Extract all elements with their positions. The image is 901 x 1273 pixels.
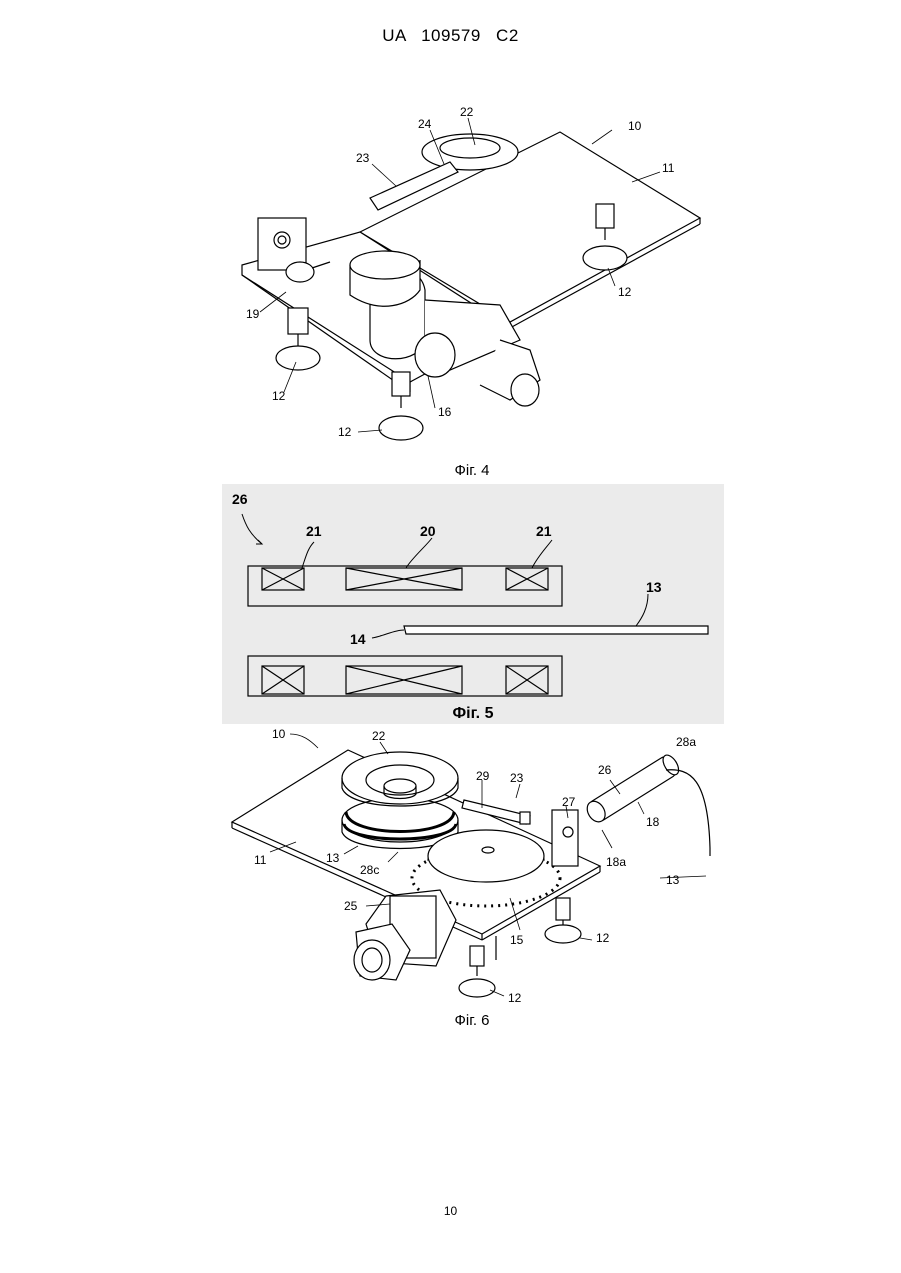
- figure-6-label: 15: [510, 933, 524, 947]
- figure-6-caption: Фіг. 6: [372, 1012, 572, 1029]
- patent-header: UA 109579 C2: [0, 26, 901, 46]
- figure-5-label: 21: [536, 523, 552, 539]
- figure-6-label: 13: [326, 851, 340, 865]
- figure-5-caption: Фіг. 5: [453, 705, 494, 722]
- figure-5-label: 14: [350, 631, 366, 647]
- figure-5-label: 21: [306, 523, 322, 539]
- figure-5-label: 26: [232, 491, 248, 507]
- page-number: 10: [0, 1204, 901, 1218]
- figure-6-label: 25: [344, 899, 358, 913]
- figure-6-label: 23: [510, 771, 524, 785]
- figure-6-label: 12: [508, 991, 522, 1005]
- figure-6-label: 26: [598, 763, 612, 777]
- figure-4-label: 23: [356, 151, 370, 165]
- figure-6-label: 22: [372, 729, 386, 743]
- figure-4-label: 12: [338, 425, 352, 439]
- figure-4-label: 19: [246, 307, 260, 321]
- figure-5-drawing: 26 21 20 21 13 14 Фіг. 5: [222, 484, 724, 724]
- figure-6-label: 28a: [676, 735, 696, 749]
- figure-4-label: 12: [618, 285, 632, 299]
- figure-6-label: 29: [476, 769, 490, 783]
- figure-6-label: 18: [646, 815, 660, 829]
- figure-4-label: 12: [272, 389, 286, 403]
- figure-4-label: 16: [438, 405, 452, 419]
- figure-6-label: 18a: [606, 855, 626, 869]
- figure-5-label: 20: [420, 523, 436, 539]
- figure-6-label: 28c: [360, 863, 379, 877]
- figure-4-label: 22: [460, 105, 474, 119]
- figure-4-caption: Фіг. 4: [372, 462, 572, 479]
- figure-4-label: 24: [418, 117, 432, 131]
- figure-4-drawing: 22 24 10 23 11 19 12 12 16 12: [220, 100, 720, 450]
- figure-6-drawing: 10 22 28a 29 23 26 27 18 11 13 28c 18a 1…: [220, 728, 720, 1013]
- figure-5-label: 13: [646, 579, 662, 595]
- figure-6-label: 10: [272, 728, 286, 741]
- figure-6-label: 12: [596, 931, 610, 945]
- figure-4-label: 10: [628, 119, 642, 133]
- figure-6-label: 13: [666, 873, 680, 887]
- figure-4-label: 11: [662, 161, 675, 175]
- figure-6-label: 11: [254, 853, 267, 867]
- figure-6-label: 27: [562, 795, 576, 809]
